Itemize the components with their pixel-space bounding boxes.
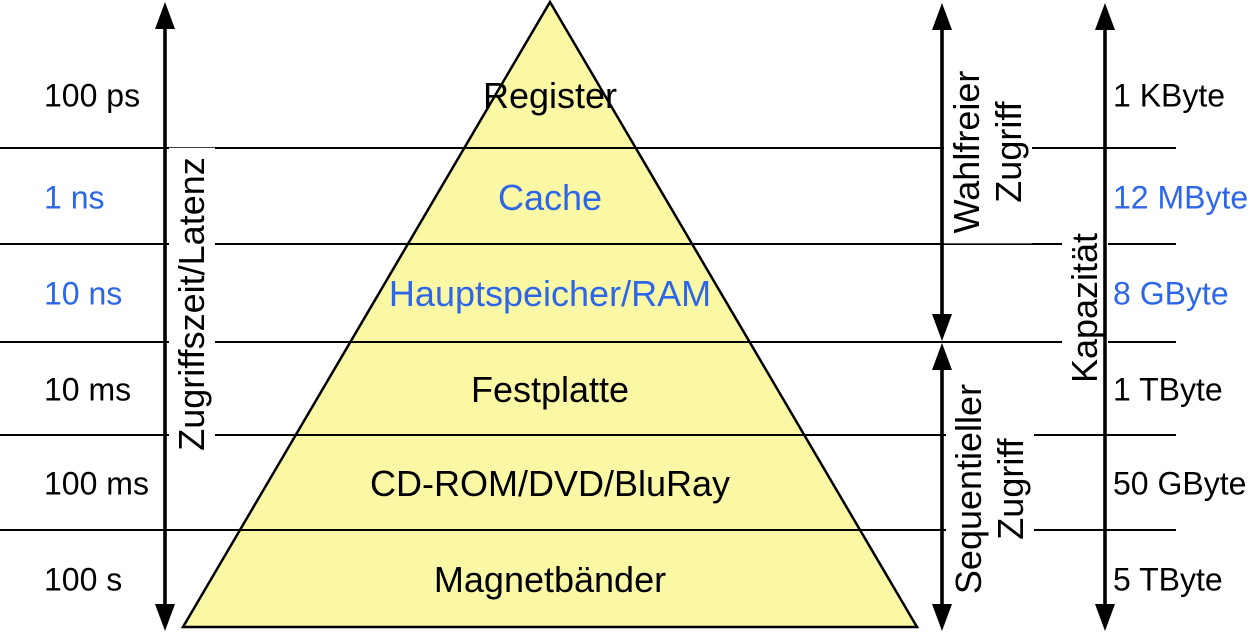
access-time-magnetbaender: 100 s bbox=[44, 561, 123, 598]
access-time-hauptspeicher-ram: 10 ns bbox=[44, 275, 123, 312]
random-access-label-line2: Zugriff bbox=[988, 101, 1029, 203]
level-separator-line-2 bbox=[0, 243, 1176, 245]
sequential-access-label-line2: Zugriff bbox=[990, 438, 1031, 540]
sequential-access-arrow bbox=[932, 343, 952, 631]
sequential-access-label: Sequentieller Zugriff bbox=[946, 373, 1034, 605]
level-label-magnetbaender: Magnetbänder bbox=[433, 559, 667, 600]
pyramid-triangle bbox=[180, 0, 920, 629]
capacity-axis-arrow bbox=[1095, 3, 1115, 631]
capacity-cdrom-dvd-bluray: 50 GByte bbox=[1113, 465, 1247, 502]
level-separator-line-1 bbox=[0, 147, 1176, 149]
level-separator-line-3 bbox=[0, 341, 1176, 343]
level-separator-line-4 bbox=[0, 434, 1176, 436]
level-label-hauptspeicher-ram: Hauptspeicher/RAM bbox=[388, 273, 712, 314]
capacity-magnetbaender: 5 TByte bbox=[1113, 561, 1223, 598]
access-time-cache: 1 ns bbox=[44, 179, 105, 216]
random-access-arrow bbox=[932, 3, 952, 341]
level-label-festplatte: Festplatte bbox=[470, 369, 630, 410]
access-time-cdrom-dvd-bluray: 100 ms bbox=[44, 465, 149, 502]
capacity-cache: 12 MByte bbox=[1113, 179, 1249, 216]
random-access-label: Wahlfreier Zugriff bbox=[944, 60, 1032, 244]
capacity-festplatte: 1 TByte bbox=[1113, 371, 1223, 408]
capacity-hauptspeicher-ram: 8 GByte bbox=[1113, 275, 1229, 312]
level-label-cdrom-dvd-bluray: CD-ROM/DVD/BluRay bbox=[369, 463, 731, 504]
level-label-register: Register bbox=[482, 75, 618, 116]
capacity-register: 1 KByte bbox=[1113, 77, 1226, 114]
sequential-access-label-line1: Sequentieller bbox=[948, 383, 989, 595]
level-label-cache: Cache bbox=[497, 177, 603, 218]
latency-axis-arrow bbox=[155, 2, 175, 631]
level-separator-line-5 bbox=[0, 529, 1176, 531]
access-time-register: 100 ps bbox=[44, 77, 141, 114]
access-time-festplatte: 10 ms bbox=[44, 371, 132, 408]
